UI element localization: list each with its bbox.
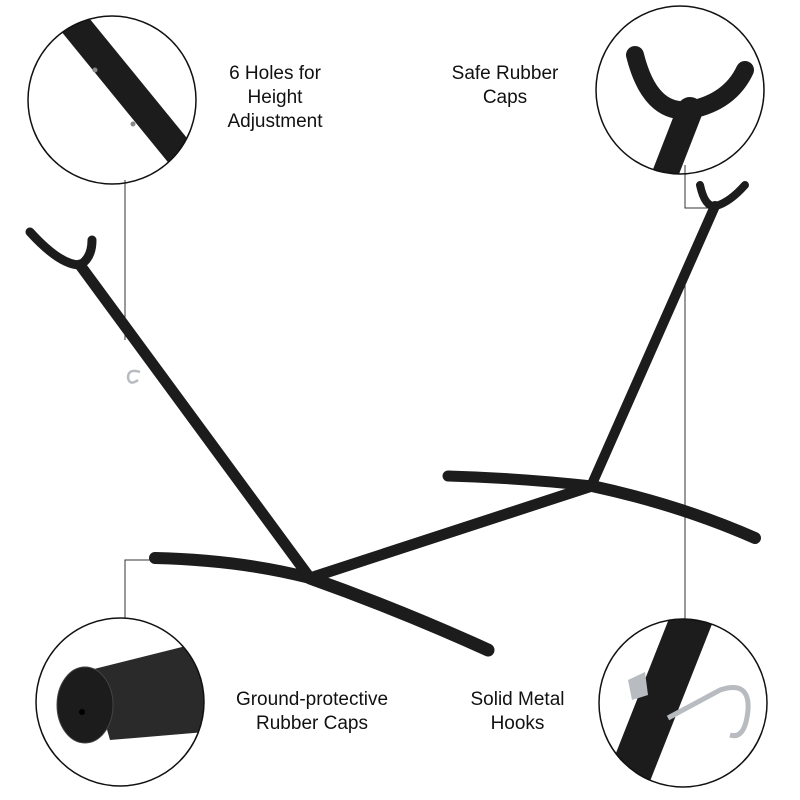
callout-line: Ground-protective [235,689,389,710]
callout-line: Solid Metal [470,689,565,710]
hammock-stand [25,181,761,657]
left-base-leg [149,552,316,584]
callout-line: Height [247,87,303,108]
left-cradle [25,227,97,270]
callout-line: Hooks [490,713,545,734]
leader-line-caps-ground [124,559,155,618]
callout-line: Caps [482,87,528,108]
callout-line: Rubber Caps [256,713,368,734]
leader-line-caps-top [684,165,715,209]
right-cradle [696,181,749,211]
right-base-leg [586,480,761,544]
detail-circle-hooks [598,618,768,788]
callout-caps-ground: Ground-protective Rubber Caps [212,688,412,736]
front-base-leg [303,571,495,657]
callout-caps-top: Safe Rubber Caps [440,62,570,110]
callout-line: Safe Rubber [451,63,559,84]
callout-line: 6 Holes for [229,63,321,84]
back-base-leg [442,470,598,492]
detail-circle-caps-ground [35,617,205,787]
callout-line: Adjustment [227,111,323,132]
hook-detail-left [126,369,141,384]
callout-holes: 6 Holes for Height Adjustment [205,62,345,134]
detail-circle-holes [27,15,197,185]
callout-hooks: Solid Metal Hooks [455,688,580,736]
left-upright [74,259,316,584]
right-upright [587,201,720,489]
detail-circle-caps-top [595,5,765,175]
center-beam [304,480,598,584]
